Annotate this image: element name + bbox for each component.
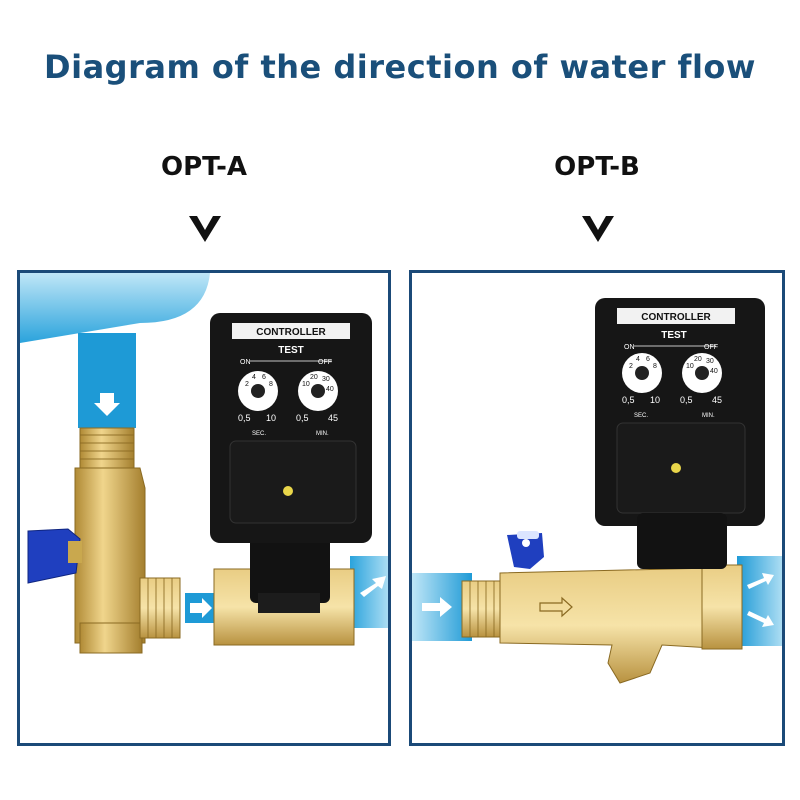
svg-text:20: 20 — [310, 374, 318, 381]
test-label: TEST — [278, 345, 304, 356]
indicator-light — [283, 486, 293, 496]
svg-text:10: 10 — [266, 413, 276, 423]
chevron-down-icon — [582, 216, 614, 242]
chevron-down-icon — [189, 216, 221, 242]
svg-text:2: 2 — [629, 363, 633, 370]
svg-text:6: 6 — [262, 374, 266, 381]
svg-text:2: 2 — [245, 381, 249, 388]
y-strainer-body — [499, 567, 725, 684]
svg-text:45: 45 — [328, 413, 338, 423]
flow-direction-arrow — [539, 596, 573, 618]
opt-a-panel: CONTROLLER TEST ON OFF 2 4 6 8 10 20 30 … — [17, 270, 391, 746]
off-label: OFF — [704, 344, 718, 351]
opt-a-label: OPT-A — [161, 152, 247, 182]
water-source — [20, 273, 210, 343]
svg-text:40: 40 — [326, 386, 334, 393]
flow-arrow-right — [190, 598, 212, 618]
flow-arrow-right — [422, 597, 452, 617]
flow-arrow-right — [360, 576, 386, 597]
water-pipe-outlet — [737, 556, 782, 646]
svg-text:4: 4 — [636, 356, 640, 363]
svg-text:0,5: 0,5 — [238, 413, 251, 423]
svg-text:10: 10 — [686, 363, 694, 370]
min-label: MIN. — [316, 431, 329, 437]
svg-text:0,5: 0,5 — [680, 395, 693, 405]
min-label: MIN. — [702, 413, 715, 419]
opt-b-label: OPT-B — [554, 152, 640, 182]
svg-text:10: 10 — [302, 381, 310, 388]
ball-valve-handle — [507, 533, 544, 569]
on-label: ON — [624, 344, 635, 351]
test-label: TEST — [661, 330, 687, 341]
svg-text:6: 6 — [646, 356, 650, 363]
svg-text:0,5: 0,5 — [622, 395, 635, 405]
svg-text:0,5: 0,5 — [296, 413, 309, 423]
indicator-light — [671, 463, 681, 473]
controller-brand: CONTROLLER — [641, 312, 711, 323]
on-label: ON — [240, 359, 251, 366]
flow-arrow-right — [747, 611, 774, 627]
opt-b-panel: CONTROLLER TEST ON OFF 2 4 6 8 10 20 30 … — [409, 270, 785, 746]
svg-text:8: 8 — [269, 381, 273, 388]
water-pipe-outlet — [350, 556, 388, 628]
svg-text:30: 30 — [322, 376, 330, 383]
svg-text:20: 20 — [694, 356, 702, 363]
svg-text:45: 45 — [712, 395, 722, 405]
svg-text:40: 40 — [710, 368, 718, 375]
diagram-title: Diagram of the direction of water flow — [44, 48, 756, 86]
sec-label: SEC. — [252, 431, 266, 437]
sec-label: SEC. — [634, 413, 648, 419]
svg-text:30: 30 — [706, 358, 714, 365]
controller-brand: CONTROLLER — [256, 327, 326, 338]
svg-text:4: 4 — [252, 374, 256, 381]
off-label: OFF — [318, 359, 332, 366]
flow-arrow-right — [747, 573, 774, 589]
flow-arrow-down — [94, 393, 120, 416]
svg-text:8: 8 — [653, 363, 657, 370]
svg-text:10: 10 — [650, 395, 660, 405]
